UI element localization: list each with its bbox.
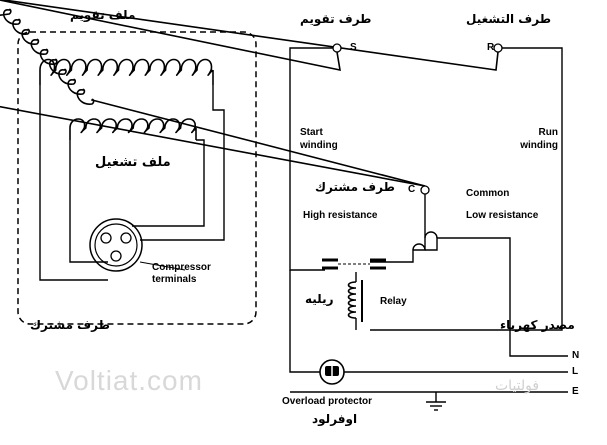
- run-winding-label: Run winding: [520, 127, 558, 151]
- line-e-label: E: [572, 386, 579, 397]
- wire-overload: [289, 270, 320, 373]
- relay-ar-label: ريليه: [305, 292, 334, 306]
- start-coil: [39, 58, 214, 85]
- terminal-r-dot: [493, 43, 503, 53]
- terminal-pin: [100, 232, 112, 244]
- line-n-label: N: [572, 350, 580, 361]
- terminal-pin: [110, 250, 122, 262]
- run-coil: [69, 118, 197, 140]
- high-resistance-label: High resistance: [303, 210, 378, 221]
- run-coil-label: ملف تشغيل: [95, 155, 171, 170]
- wire-run: [370, 47, 563, 331]
- start-winding-label: Start winding: [300, 127, 338, 151]
- terminal-c-dot: [420, 185, 430, 195]
- terminal-r-label: R: [487, 42, 495, 53]
- wire-common: [370, 194, 426, 263]
- relay-en-label: Relay: [380, 296, 407, 307]
- terminal-pin: [120, 232, 132, 244]
- wire-start-right: [140, 85, 225, 241]
- low-resistance-label: Low resistance: [466, 210, 539, 221]
- compressor-terminals-label: Compressor terminals: [152, 262, 211, 285]
- common-en-label: Common: [466, 188, 510, 199]
- terminal-c-label: C: [408, 184, 416, 195]
- watermark-site-ar: فولتيات: [495, 378, 540, 394]
- terminal-s-label: S: [350, 42, 357, 53]
- run-terminal-label: طرف التشغيل: [466, 12, 551, 26]
- start-winding-coil: [0, 0, 426, 187]
- overload-en-label: Overload protector: [282, 396, 373, 407]
- start-terminal-label: طرف تقويم: [300, 12, 372, 26]
- terminal-block-inner: [94, 223, 138, 267]
- left-common-label: طرف مشترك: [30, 318, 110, 332]
- relay-coil: [347, 281, 357, 319]
- wire-start-to-relay: [289, 47, 333, 271]
- terminal-block-outer: [89, 218, 143, 272]
- wire-run-right: [132, 139, 205, 227]
- power-source-label: مصدر كهرباء: [500, 318, 575, 332]
- wire-to-n: [425, 237, 568, 357]
- wire-run-left: [69, 140, 108, 263]
- leader-line: [139, 261, 186, 271]
- watermark-site: Voltiat.com: [55, 365, 203, 396]
- terminal-s-dot: [332, 43, 342, 53]
- overload-ar-label: اوفرلود: [312, 412, 358, 426]
- wire-start-left: [39, 85, 108, 281]
- line-l-label: L: [572, 366, 579, 377]
- start-coil-label: ملف تقويم: [70, 8, 136, 22]
- common-ar-label: طرف مشترك: [315, 180, 395, 194]
